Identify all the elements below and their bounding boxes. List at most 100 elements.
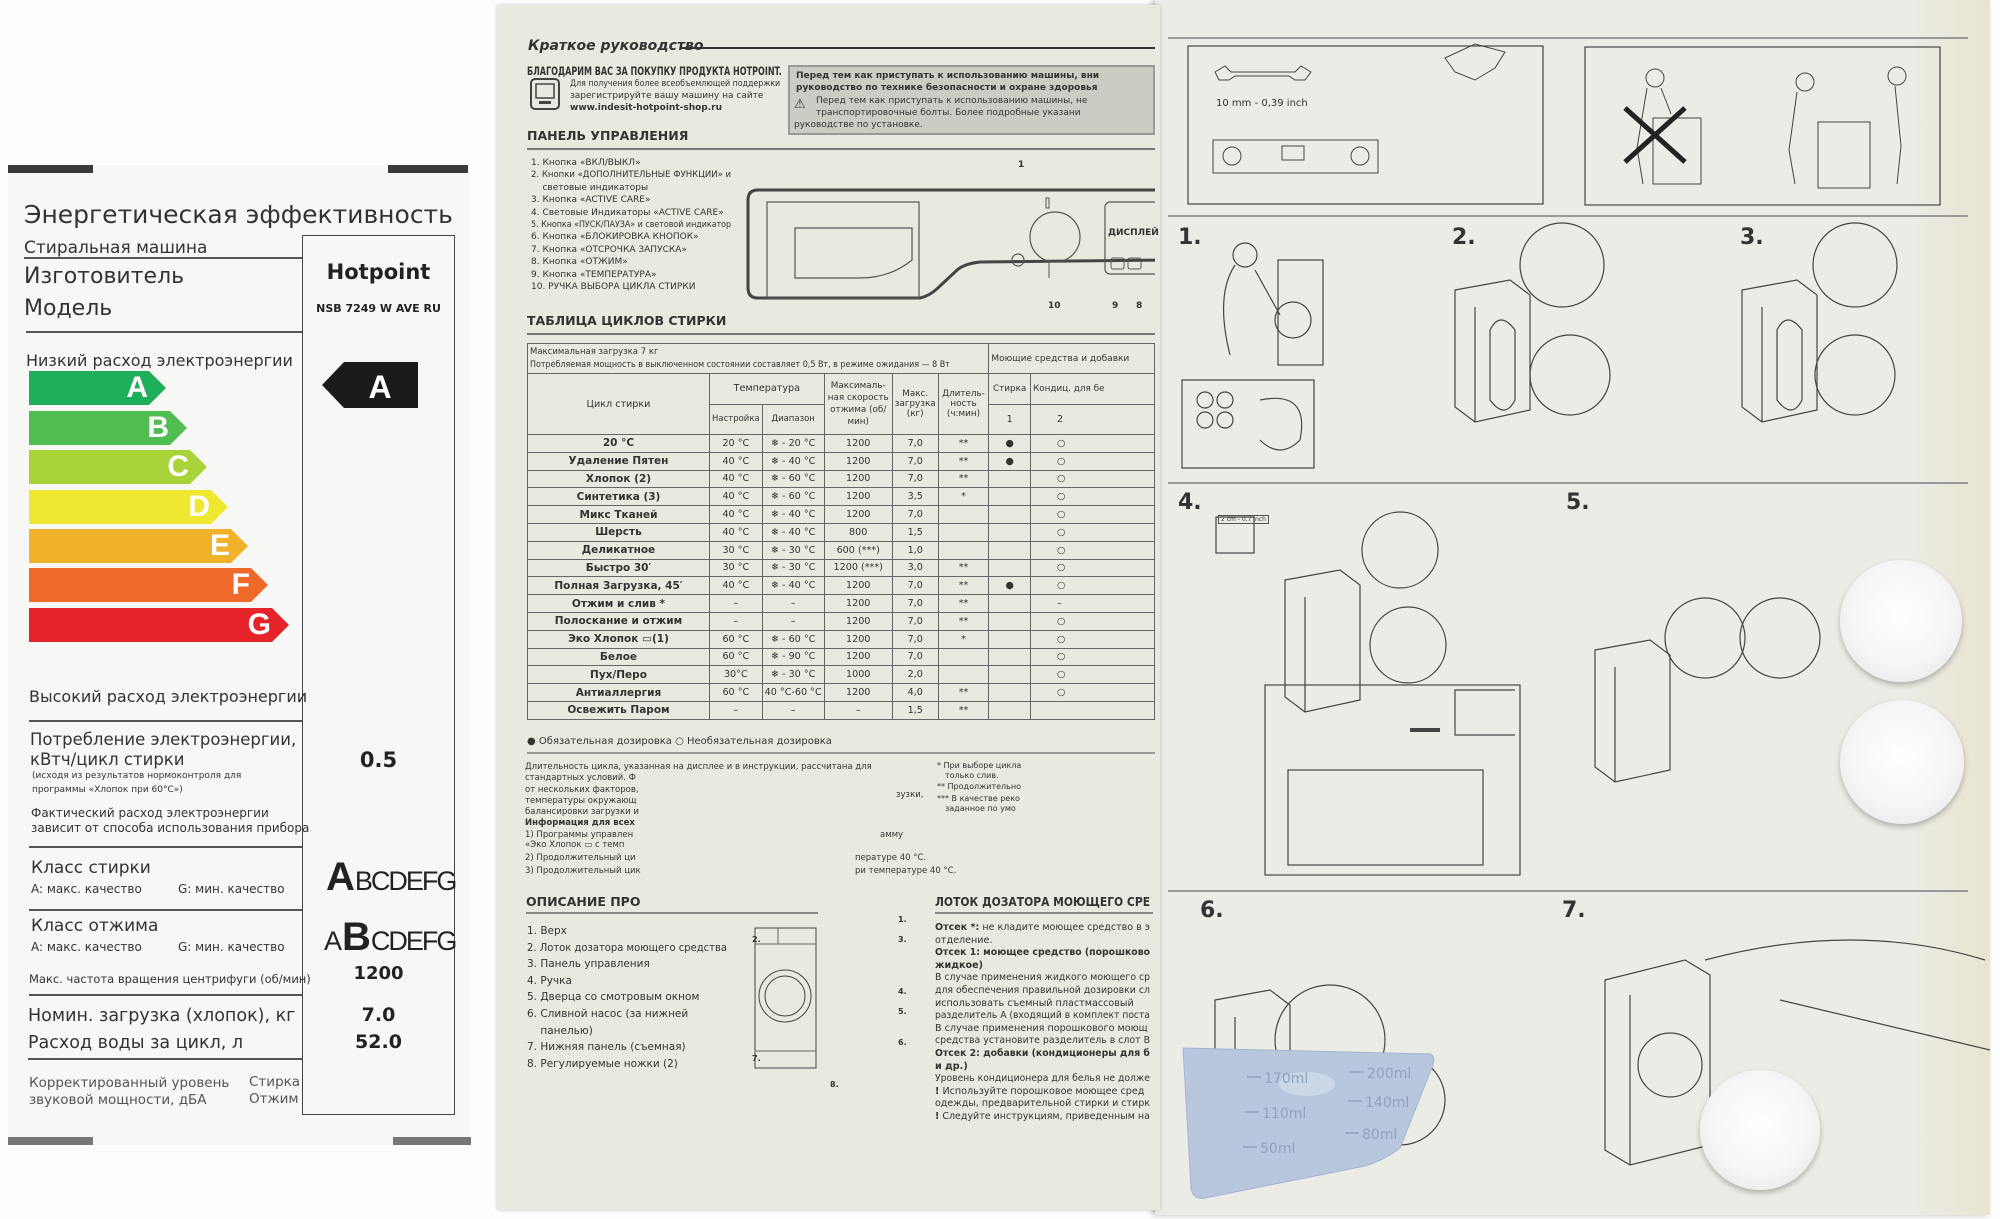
dispenser-line: Отсек *: не кладите моющее средство в э: [935, 922, 1150, 933]
spin-class-others: A: [324, 926, 343, 956]
table-cell: 60 °C: [708, 647, 763, 667]
diagram-callout: 5.: [898, 1007, 907, 1016]
dispenser-line: и др.): [935, 1061, 968, 1072]
dispenser-line-bold: жидкое): [935, 959, 984, 971]
step-5-number: 5.: [1566, 490, 1590, 515]
panel-item: 3. Кнопка «ACTIVE CARE»: [531, 195, 651, 206]
table-cell: 7,0: [891, 594, 939, 613]
max-spin-label: Макс. частота вращения центрифуги (об/ми…: [29, 972, 311, 986]
table-cell: 30 °C: [708, 540, 763, 560]
description-item: 6. Сливной насос (за нижней: [527, 1008, 689, 1020]
table-cell: **: [937, 594, 990, 613]
table-cell: ○: [1030, 540, 1155, 560]
table-cell: ❄ - 40 °C: [761, 522, 825, 542]
panel-item: 5. Кнопка «ПУСК/ПАУЗА» и световой индика…: [531, 220, 732, 230]
table-cell: ○: [1030, 647, 1155, 667]
panel-item: 6. Кнопка «БЛОКИРОВКА КНОПОК»: [531, 232, 699, 243]
cycle-header: Цикл стирки: [527, 373, 710, 435]
table-cell: 20 °C: [708, 434, 763, 453]
cycle-name: Удаление Пятен: [527, 451, 710, 471]
table-cell: [988, 611, 1032, 631]
dispenser-line-text: средства установите разделитель в слот В: [935, 1035, 1151, 1047]
divider: [26, 331, 302, 333]
note-text: зузки,: [896, 790, 924, 800]
register-text: зарегистрируйте вашу машину на сайте: [570, 91, 764, 101]
table-cell: 60 °C: [708, 683, 763, 702]
thanks-heading: БЛАГОДАРИМ ВАС ЗА ПОКУПКУ ПРОДУКТА HOTPO…: [527, 64, 782, 78]
cycle-name: Освежить Паром: [527, 700, 710, 720]
table-cell: 7,0: [891, 451, 939, 471]
energy-class-bar-d: D: [29, 490, 228, 524]
table-cell: *: [937, 487, 990, 507]
dispenser-heading: ЛОТОК ДОЗАТОРА МОЮЩЕГО СРЕ: [935, 894, 1151, 909]
scoop-mark-80: 80ml: [1362, 1127, 1397, 1143]
diagram-callout: 6.: [898, 1038, 907, 1047]
table-cell: 40 °C: [708, 487, 763, 507]
table-cell: ○: [1030, 629, 1155, 649]
divider: [680, 47, 1155, 49]
cycle-name: Полоскание и отжим: [527, 611, 710, 631]
website-link[interactable]: www.indesit-hotpoint-shop.ru: [570, 103, 723, 113]
energy-class-bar-e: E: [29, 529, 248, 563]
note-text: балансировки загрузки и: [525, 807, 639, 818]
table-cell: 30°C: [708, 665, 763, 685]
table-heading: ТАБЛИЦА ЦИКЛОВ СТИРКИ: [527, 313, 727, 328]
description-item: 5. Дверца со смотровым окном: [527, 991, 700, 1004]
divider: [1168, 215, 1968, 217]
table-cell: ❄ - 30 °C: [761, 540, 825, 560]
energy-rating-indicator: A: [322, 362, 418, 408]
spin-class-selected: B: [342, 915, 371, 959]
cycle-name: Полная Загрузка, 45′: [527, 576, 710, 596]
dispenser-line-text: использовать съемный пластмассовый: [935, 997, 1134, 1009]
load-header: Макс. загрузка (кг): [891, 373, 939, 435]
table-cell: [988, 487, 1032, 507]
table-cell: 1200: [823, 576, 893, 596]
panel-item: 1. Кнопка «ВКЛ/ВЫКЛ»: [531, 158, 641, 168]
table-cell: 800: [823, 522, 893, 542]
panel-heading: ПАНЕЛЬ УПРАВЛЕНИЯ: [527, 128, 689, 143]
footnote: заданное по умо: [945, 804, 1016, 813]
table-cell: ○: [1030, 683, 1155, 702]
dispenser-line: ! Используйте порошковое моющее сред: [935, 1086, 1144, 1097]
panel-item: 4. Световые Индикаторы «ACTIVE CARE»: [531, 207, 724, 218]
divider: [29, 909, 302, 911]
table-cell: –: [761, 611, 825, 631]
actual-note: зависит от способа использования прибора: [31, 821, 310, 835]
divider: [28, 1058, 302, 1060]
table-cell: [988, 665, 1032, 685]
footnote: только слив.: [945, 771, 999, 780]
table-cell: ○: [1030, 576, 1155, 596]
warning-text: руководстве по установке.: [794, 120, 923, 130]
dispenser-line-text: Используйте порошковое моющее сред: [939, 1085, 1145, 1097]
table-cell: ❄ - 30 °C: [761, 558, 825, 578]
table-cell: [937, 540, 990, 560]
table-cell: 1200: [823, 469, 893, 489]
dispenser-line-bold: Отсек 2: добавки (кондиционеры для б: [935, 1048, 1150, 1059]
energy-class-bar-a: A: [29, 371, 166, 405]
panel-item: 7. Кнопка «ОТСРОЧКА ЗАПУСКА»: [531, 244, 687, 255]
measuring-scoop: 170ml 200ml 110ml 140ml 50ml 80ml: [1182, 1047, 1435, 1199]
table-cell: –: [708, 611, 763, 631]
description-item: 3. Панель управления: [527, 958, 650, 971]
callout-8: 8: [1136, 301, 1143, 311]
footnote: ** Продолжительно: [937, 782, 1022, 791]
label-bottom-bar-left: [8, 1137, 93, 1145]
energy-class-bar-c: C: [29, 450, 207, 484]
scoop-mark-50: 50ml: [1260, 1141, 1295, 1157]
energy-rating: A: [368, 369, 391, 405]
consumption-label: Потребление электроэнергии,: [30, 730, 297, 749]
dispenser-line: для обеспечения правильной дозировки сл: [935, 985, 1150, 996]
low-consumption-label: Низкий расход электроэнергии: [26, 351, 293, 370]
step-6-number: 6.: [1200, 898, 1224, 923]
dispenser-line-bold: Отсек *:: [935, 922, 980, 933]
warning-text: Перед тем как приступать к использованию…: [816, 96, 1088, 106]
energy-class-bar-g: G: [29, 608, 289, 642]
range-header: Диапазон: [761, 403, 825, 435]
table-cell: ○: [1030, 505, 1155, 524]
